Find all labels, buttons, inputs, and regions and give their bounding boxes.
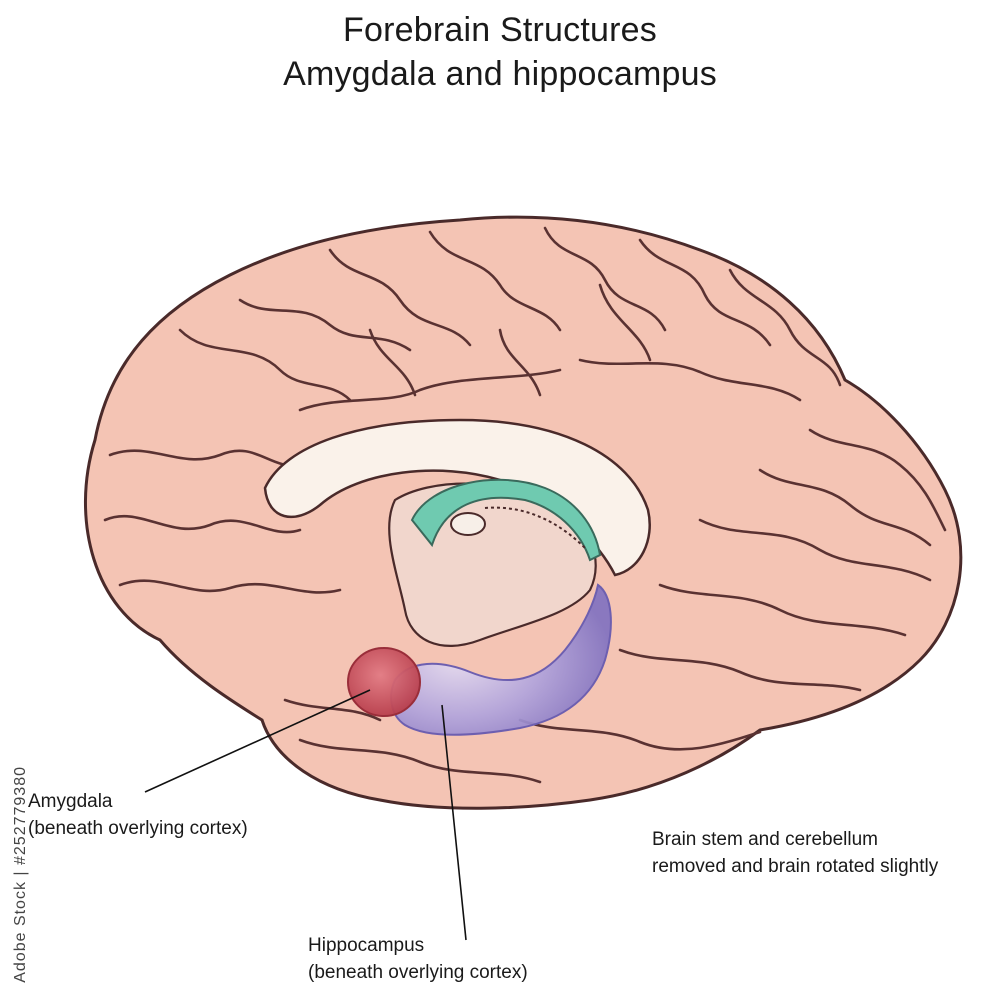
amygdala-label-note: (beneath overlying cortex)	[28, 818, 248, 839]
hippocampus	[390, 583, 612, 736]
stria-ribbon	[484, 506, 586, 549]
amygdala-label-name: Amygdala	[28, 791, 113, 812]
amygdala-label: Amygdala (beneath overlying cortex)	[28, 788, 248, 842]
amygdala-leader-line	[144, 689, 371, 793]
hippocampus-leader-line	[441, 704, 467, 941]
title-block: Forebrain Structures Amygdala and hippoc…	[0, 8, 1000, 96]
hippocampus-label: Hippocampus (beneath overlying cortex)	[308, 932, 528, 986]
interthalamic-adhesion	[450, 512, 486, 536]
cortical-sulci	[103, 226, 947, 784]
amygdala	[347, 647, 421, 717]
caption-line-2: removed and brain rotated slightly	[652, 856, 939, 877]
stock-watermark-id: Adobe Stock | #252779380	[12, 766, 29, 983]
hippocampus-label-note: (beneath overlying cortex)	[308, 962, 528, 983]
title-line-2: Amygdala and hippocampus	[283, 55, 717, 93]
fornix	[410, 478, 602, 562]
corpus-callosum	[263, 418, 651, 577]
caption-note: Brain stem and cerebellum removed and br…	[652, 826, 938, 880]
hippocampus-label-name: Hippocampus	[308, 935, 425, 956]
caption-line-1: Brain stem and cerebellum	[652, 829, 878, 850]
title-line-1: Forebrain Structures	[343, 11, 657, 49]
